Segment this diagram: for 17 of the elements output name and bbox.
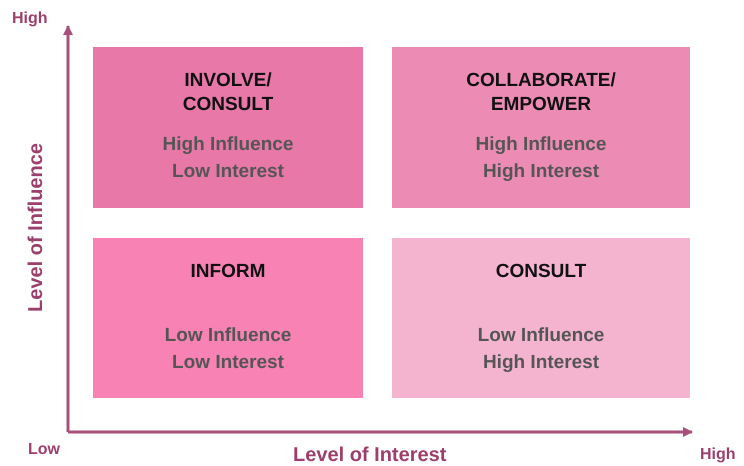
axis-end-label: Low: [28, 441, 60, 459]
quadrant-title: INVOLVE/ CONSULT: [182, 69, 274, 117]
quadrant-box: [392, 238, 690, 398]
quadrant-description: High Influence High Interest: [474, 133, 608, 184]
quadrant-description: Low Influence High Interest: [476, 324, 606, 375]
axis-end-label: High: [700, 446, 736, 464]
axis-end-label: High: [12, 10, 48, 28]
quadrant-box: [93, 47, 363, 208]
axis-title: Level of Interest: [293, 444, 446, 466]
quadrant-description: High Influence Low Interest: [162, 133, 294, 184]
quadrant-box: [392, 47, 690, 208]
quadrant-box: [93, 238, 363, 398]
quadrant-title: COLLABORATE/ EMPOWER: [465, 69, 617, 117]
axis-title: Level of Influence: [24, 143, 48, 312]
quadrant-title: INFORM: [190, 260, 266, 284]
quadrant-title: CONSULT: [496, 260, 586, 284]
quadrant-description: Low Influence Low Interest: [164, 324, 292, 375]
